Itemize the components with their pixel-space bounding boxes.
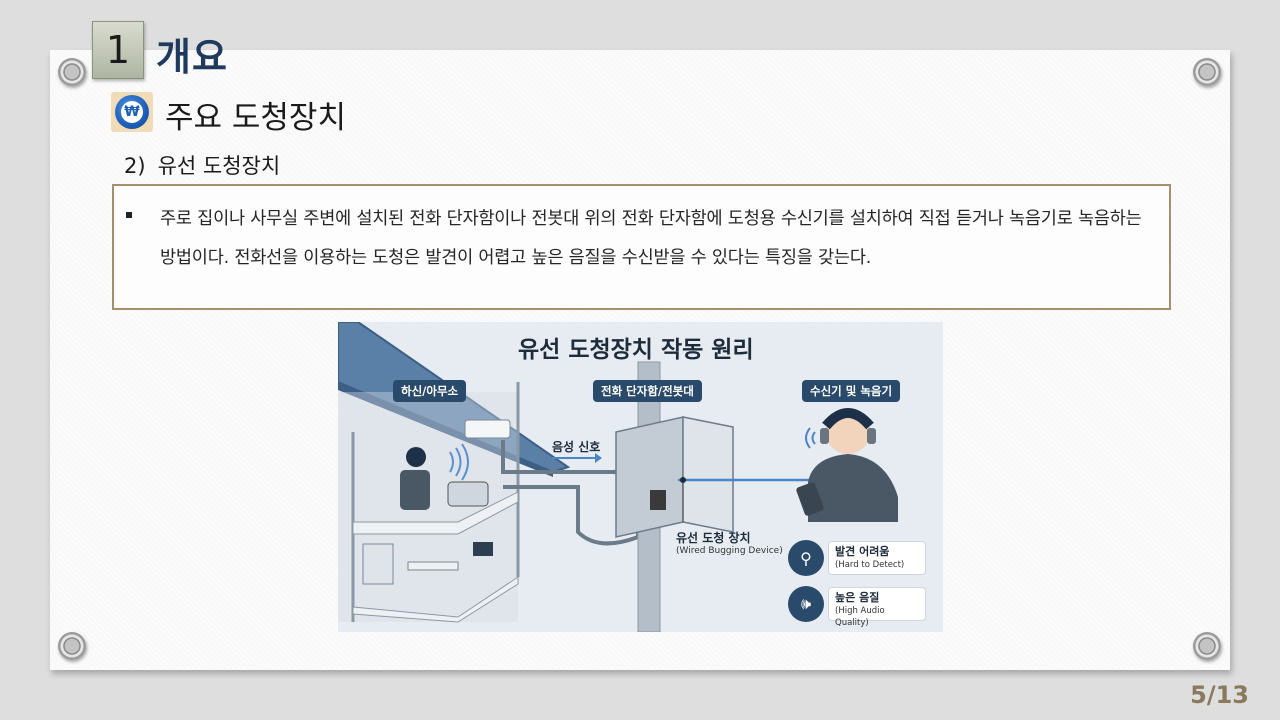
magnifier-eye-icon: ⚲ (788, 540, 824, 576)
diagram-title: 유선 도청장치 작동 원리 (518, 337, 754, 363)
description-text: 주로 집이나 사무실 주변에 설치된 전화 단자함이나 전봇대 위의 전화 단자… (160, 209, 1142, 268)
section-number-badge: 1 (92, 21, 144, 79)
section-title: 개요 (156, 35, 228, 79)
speaker-icon: 🕪 (788, 586, 824, 622)
wired-bugging-diagram: 유선 도청장치 작동 원리 하신/아무소 전화 단자함/전봇대 수신기 및 녹음… (338, 322, 943, 632)
grommet-bottom-left (58, 632, 86, 660)
item-heading: 2) 유선 도청장치 (124, 150, 280, 180)
won-coin-icon: ₩ (111, 92, 153, 132)
feature-high-audio-quality: 🕪 높은 음질 (High Audio Quality) (788, 586, 926, 628)
page-indicator: 5/13 (1190, 681, 1249, 709)
feature-hard-to-detect: ⚲ 발견 어려움 (Hard to Detect) (788, 540, 926, 576)
item-number: 2) (124, 154, 146, 178)
device-subtitle: (Wired Bugging Device) (676, 546, 783, 556)
signal-arrow-icon (552, 453, 602, 463)
device-title: 유선 도청 장치 (676, 531, 751, 545)
square-bullet-icon (126, 212, 132, 218)
label-house: 하신/아무소 (393, 380, 467, 402)
item-title: 유선 도청장치 (157, 154, 281, 178)
grommet-top-right (1193, 58, 1221, 86)
description-box: 주로 집이나 사무실 주변에 설치된 전화 단자함이나 전봇대 위의 전화 단자… (112, 184, 1171, 310)
label-junction-box: 전화 단자함/전봇대 (593, 380, 702, 402)
voice-signal-label: 음성 신호 (552, 440, 601, 454)
grommet-top-left (58, 58, 86, 86)
subsection-title: 주요 도청장치 (165, 100, 346, 136)
label-receiver: 수신기 및 녹음기 (802, 380, 901, 402)
grommet-bottom-right (1193, 632, 1221, 660)
